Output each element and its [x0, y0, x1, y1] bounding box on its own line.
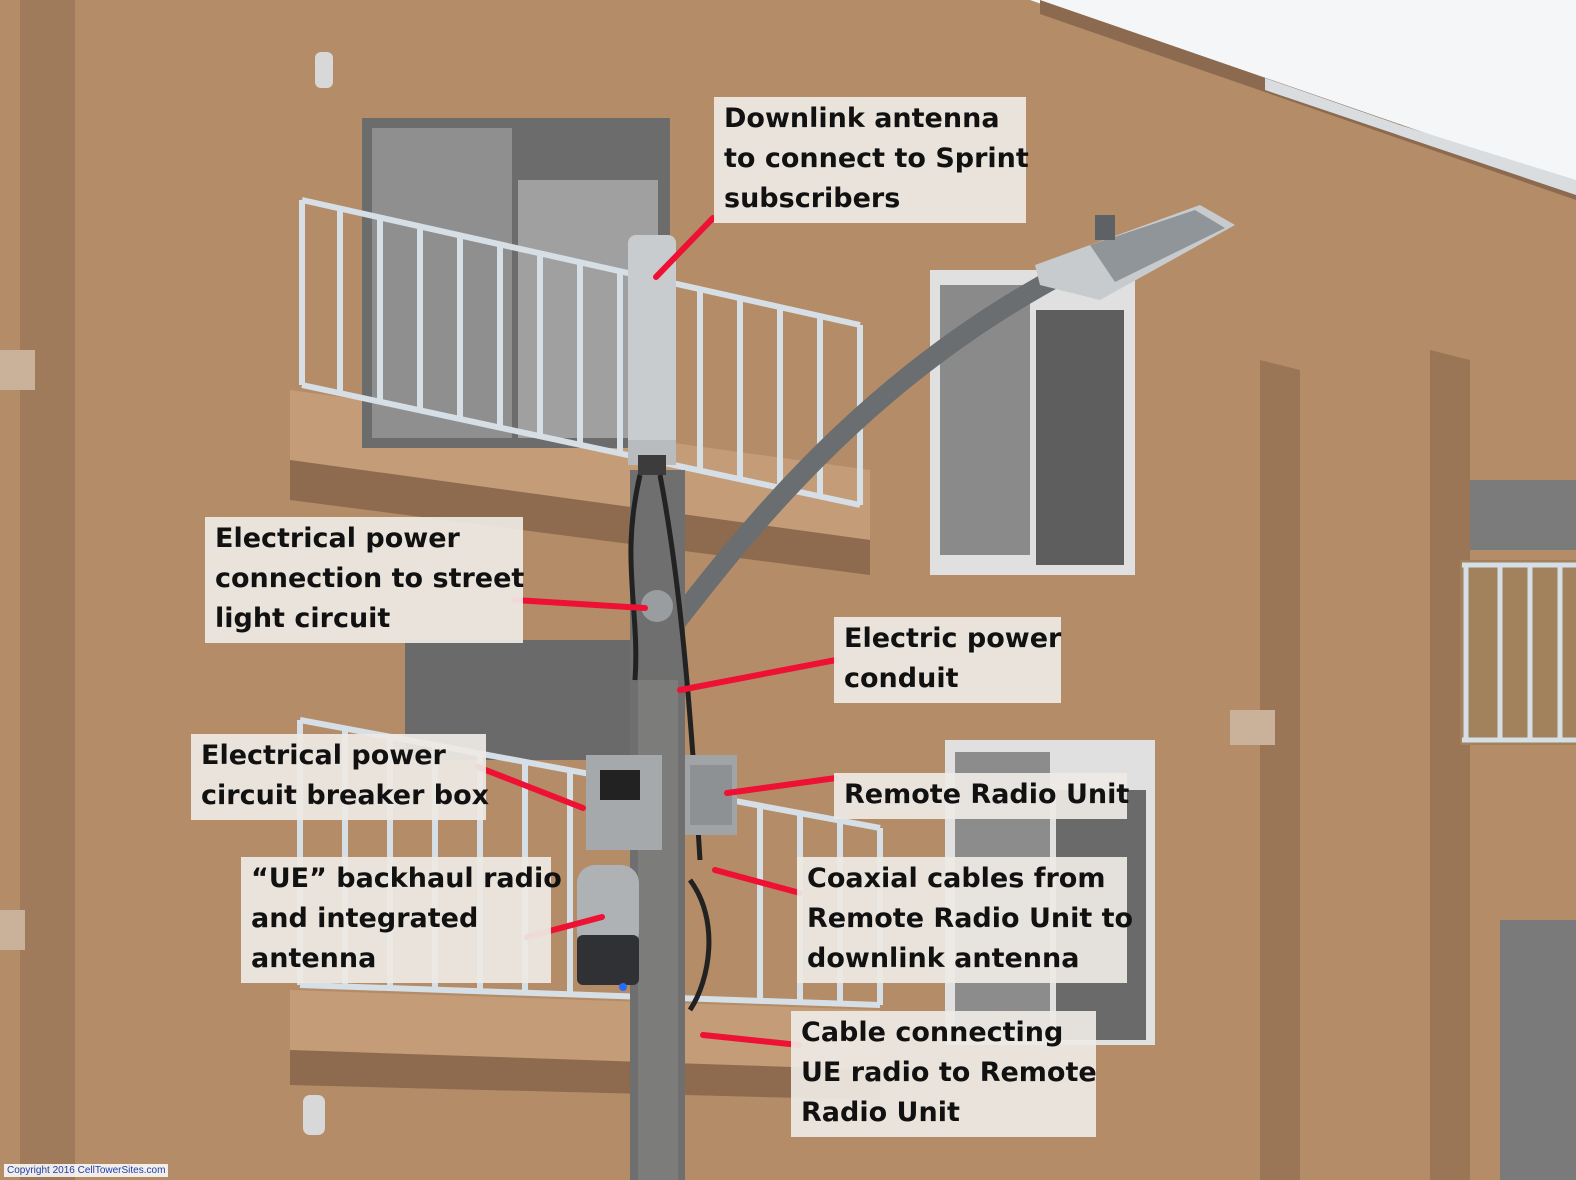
- callout-ue-cable: Cable connecting UE radio to Remote Radi…: [791, 1011, 1097, 1137]
- callout-remote-radio-unit: Remote Radio Unit: [834, 773, 1130, 819]
- balcony-right: [1460, 560, 1576, 745]
- window-upper-right-glass: [1036, 310, 1124, 565]
- leader-line-coax: [712, 867, 803, 896]
- street-light-icon: [1035, 205, 1235, 300]
- callout-line: Radio Unit: [801, 1097, 960, 1128]
- wall-lamp: [315, 52, 333, 88]
- callout-line: subscribers: [724, 183, 901, 214]
- callout-line: Remote Radio Unit to: [807, 903, 1134, 934]
- street-light-arm: [652, 260, 1080, 650]
- leader-line-ue-cable: [700, 1032, 802, 1048]
- callout-line: “UE” backhaul radio: [251, 863, 562, 894]
- balcony-slab-lower-underside: [290, 1050, 880, 1100]
- callout-line: connection to street: [215, 563, 525, 594]
- pole-junction: [641, 590, 673, 622]
- callout-line: light circuit: [215, 603, 391, 634]
- copyright-notice: Copyright 2016 CellTowerSites.com: [4, 1164, 169, 1177]
- callout-ue-backhaul: “UE” backhaul radio and integrated anten…: [241, 857, 562, 983]
- callout-power-conduit: Electric power conduit: [834, 617, 1061, 703]
- callout-line: antenna: [251, 943, 377, 974]
- callout-line: to connect to Sprint: [724, 143, 1029, 174]
- callout-line: Electrical power: [201, 740, 446, 771]
- callout-downlink-antenna: Downlink antenna to connect to Sprint su…: [714, 97, 1029, 223]
- coax-cable: [628, 474, 643, 681]
- window-upper-left-glass: [372, 128, 512, 438]
- wall-vent: [1230, 710, 1275, 745]
- callout-line: UE radio to Remote: [801, 1057, 1097, 1088]
- building-column-shadow: [20, 0, 75, 1180]
- leader-lines: [475, 215, 839, 1048]
- leader-line-downlink-antenna: [653, 215, 716, 280]
- callout-line: Electric power: [844, 623, 1062, 654]
- leader-line-remote-radio: [724, 775, 839, 796]
- window-right-upper: [1470, 480, 1576, 550]
- ue-radio-icon: [577, 865, 639, 991]
- callout-power-connection: Electrical power connection to street li…: [205, 517, 525, 643]
- building-column-shadow: [1430, 350, 1470, 1180]
- ue-cable: [687, 878, 712, 1012]
- breaker-box-icon: [586, 755, 662, 850]
- callout-coaxial-cables: Coaxial cables from Remote Radio Unit to…: [797, 857, 1134, 983]
- balcony-slab-lower: [290, 990, 880, 1070]
- callout-breaker-box: Electrical power circuit breaker box: [191, 734, 490, 820]
- callout-line: conduit: [844, 663, 959, 694]
- roof-parapet: [1265, 78, 1576, 195]
- callout-line: Coaxial cables from: [807, 863, 1106, 894]
- callout-line: and integrated: [251, 903, 479, 934]
- window-bottom-right: [1500, 920, 1576, 1180]
- callout-line: downlink antenna: [807, 943, 1080, 974]
- antenna-icon: [628, 235, 676, 475]
- callout-line: circuit breaker box: [201, 780, 490, 811]
- callout-line: Remote Radio Unit: [844, 779, 1130, 810]
- wall-vent: [0, 910, 25, 950]
- wall-vent: [0, 350, 35, 390]
- building-column-shadow: [1260, 360, 1300, 1180]
- railing-right: [1462, 562, 1576, 743]
- leader-line-power-conduit: [677, 657, 839, 693]
- leader-line-breaker-box: [475, 764, 586, 811]
- leader-line-power-connection: [512, 597, 648, 611]
- wall-lamp: [303, 1095, 325, 1135]
- callout-line: Electrical power: [215, 523, 460, 554]
- callout-line: Downlink antenna: [724, 103, 1000, 134]
- callout-line: Cable connecting: [801, 1017, 1064, 1048]
